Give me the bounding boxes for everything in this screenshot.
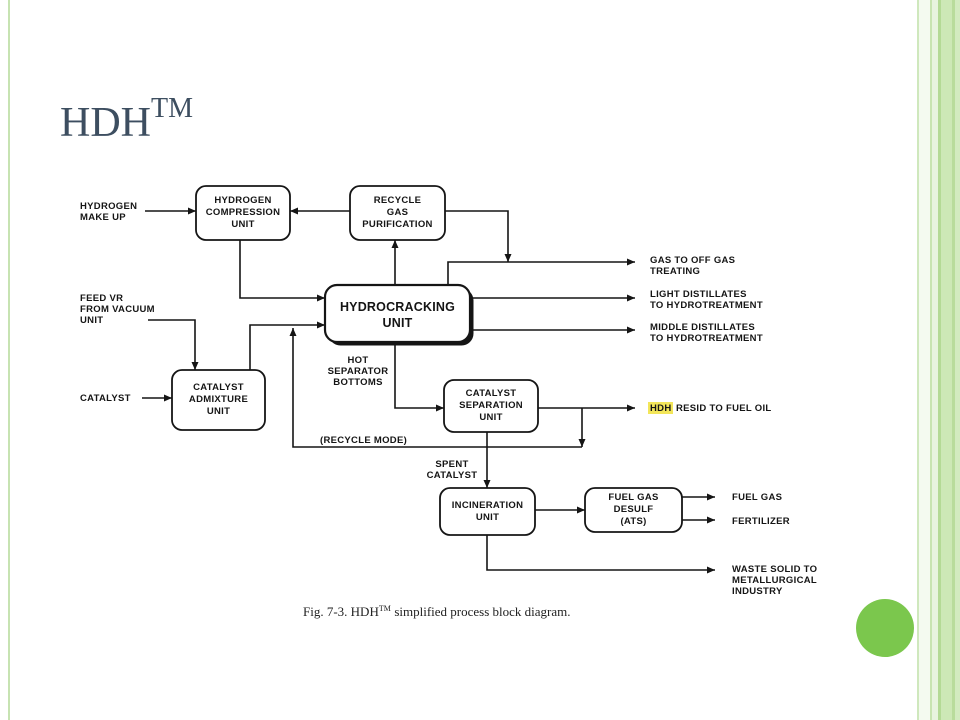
incineration-label: INCINERATION <box>452 500 524 511</box>
fertilizer-label: FERTILIZER <box>732 516 790 527</box>
left-border-line <box>8 0 10 720</box>
hydrogen-compression-label: UNIT <box>231 219 254 230</box>
figure-caption-text: simplified process block diagram. <box>394 604 571 619</box>
figure-caption-text: Fig. 7-3. HDH <box>303 604 379 619</box>
catalyst-separation-label: CATALYST <box>466 388 517 399</box>
right-border-stripe <box>930 0 932 720</box>
slide-title: HDHTM <box>60 93 193 149</box>
right-border-stripe <box>917 0 919 720</box>
hydrogen-make-up-label: HYDROGEN <box>80 201 137 212</box>
unit-box <box>349 185 446 241</box>
figure-caption-superscript: TM <box>378 604 391 613</box>
unit-box <box>171 369 266 431</box>
slide-title-main: HDH <box>60 100 151 146</box>
feed-vr-label: FEED VR <box>80 293 123 304</box>
accent-circle <box>856 599 914 657</box>
hydrogen-compression-label: HYDROGEN <box>214 195 271 206</box>
hot-separator-bottoms-label: BOTTOMS <box>333 377 382 388</box>
feed-vr-label: UNIT <box>80 315 103 326</box>
hot-separator-bottoms-label: HOT <box>348 355 369 366</box>
catalyst-separation-label: UNIT <box>479 412 502 423</box>
fuel-gas-desulf-label: FUEL GAS <box>608 492 658 503</box>
slide-title-superscript: TM <box>151 93 193 124</box>
catalyst-separation-label: SEPARATION <box>459 400 523 411</box>
unit-box <box>443 379 539 433</box>
right-border-stripe <box>952 0 955 720</box>
flow-recycle-to-off-gas-arrow <box>445 210 512 262</box>
recycle-gas-purification-label: GAS <box>387 207 409 218</box>
incineration-unit: INCINERATION UNIT <box>439 487 536 536</box>
hydrocracking-label: UNIT <box>383 316 413 330</box>
recycle-gas-purification-label: PURIFICATION <box>362 219 432 230</box>
hydrogen-compression-label: COMPRESSION <box>206 207 281 218</box>
waste-solid-label: WASTE SOLID TO <box>732 564 817 575</box>
spent-catalyst-label: SPENT <box>435 459 468 470</box>
catalyst-admixture-label: UNIT <box>207 406 230 417</box>
catalyst-admixture-label: CATALYST <box>193 382 244 393</box>
fuel-gas-desulf-unit: FUEL GAS DESULF (ATS) <box>584 487 683 533</box>
gas-to-off-gas-label: GAS TO OFF GAS <box>650 255 735 266</box>
catalyst-input-label: CATALYST <box>80 393 131 404</box>
flow-compression-to-hydrocracking-arrow <box>239 240 325 302</box>
catalyst-admixture-label: ADMIXTURE <box>189 394 248 405</box>
gas-to-off-gas-label: TREATING <box>650 266 700 277</box>
light-distillates-label: TO HYDROTREATMENT <box>650 300 763 311</box>
flow-waste-solid-arrow <box>486 535 715 574</box>
right-border-stripe <box>955 0 960 720</box>
hdh-resid-highlighted-word: HDH <box>650 403 671 414</box>
hdh-resid-label: RESID TO FUEL OIL <box>676 403 772 414</box>
incineration-label: UNIT <box>476 512 499 523</box>
unit-box <box>323 283 472 344</box>
spent-catalyst-label: CATALYST <box>427 470 478 481</box>
unit-box <box>195 185 291 241</box>
waste-solid-label: INDUSTRY <box>732 586 783 597</box>
unit-box <box>439 487 536 536</box>
flow-admixture-to-hydrocracking-arrow <box>249 321 325 370</box>
unit-box <box>584 487 683 533</box>
right-border-stripe <box>938 0 941 720</box>
fuel-gas-output-label: FUEL GAS <box>732 492 782 503</box>
hydrogen-compression-unit: HYDROGEN COMPRESSION UNIT <box>195 185 291 241</box>
flow-hot-separator-bottoms-arrow <box>394 345 444 412</box>
middle-distillates-label: MIDDLE DISTILLATES <box>650 322 755 333</box>
right-border-stripe <box>932 0 938 720</box>
flow-recycle-mode-return-arrow <box>289 328 582 448</box>
right-border-stripe <box>919 0 930 720</box>
hydrocracking-label: HYDROCRACKING <box>340 300 455 314</box>
flow-off-gas-arrow <box>447 258 635 285</box>
hydrocracking-unit: HYDROCRACKING UNIT <box>323 283 474 346</box>
fuel-gas-desulf-label: DESULF <box>614 504 654 515</box>
hydrogen-make-up-label: MAKE UP <box>80 212 126 223</box>
catalyst-admixture-unit: CATALYST ADMIXTURE UNIT <box>171 369 266 431</box>
hdh-highlight <box>648 402 673 414</box>
fuel-gas-desulf-label: (ATS) <box>620 516 646 527</box>
waste-solid-label: METALLURGICAL <box>732 575 817 586</box>
recycle-mode-label: (RECYCLE MODE) <box>320 435 407 446</box>
right-border-stripe <box>941 0 952 720</box>
light-distillates-label: LIGHT DISTILLATES <box>650 289 747 300</box>
recycle-gas-purification-unit: RECYCLE GAS PURIFICATION <box>349 185 446 241</box>
flow-feed-vr-arrow <box>148 319 199 370</box>
hot-separator-bottoms-label: SEPARATOR <box>328 366 389 377</box>
middle-distillates-label: TO HYDROTREATMENT <box>650 333 763 344</box>
catalyst-separation-unit: CATALYST SEPARATION UNIT <box>443 379 539 433</box>
feed-vr-label: FROM VACUUM <box>80 304 155 315</box>
recycle-gas-purification-label: RECYCLE <box>374 195 422 206</box>
